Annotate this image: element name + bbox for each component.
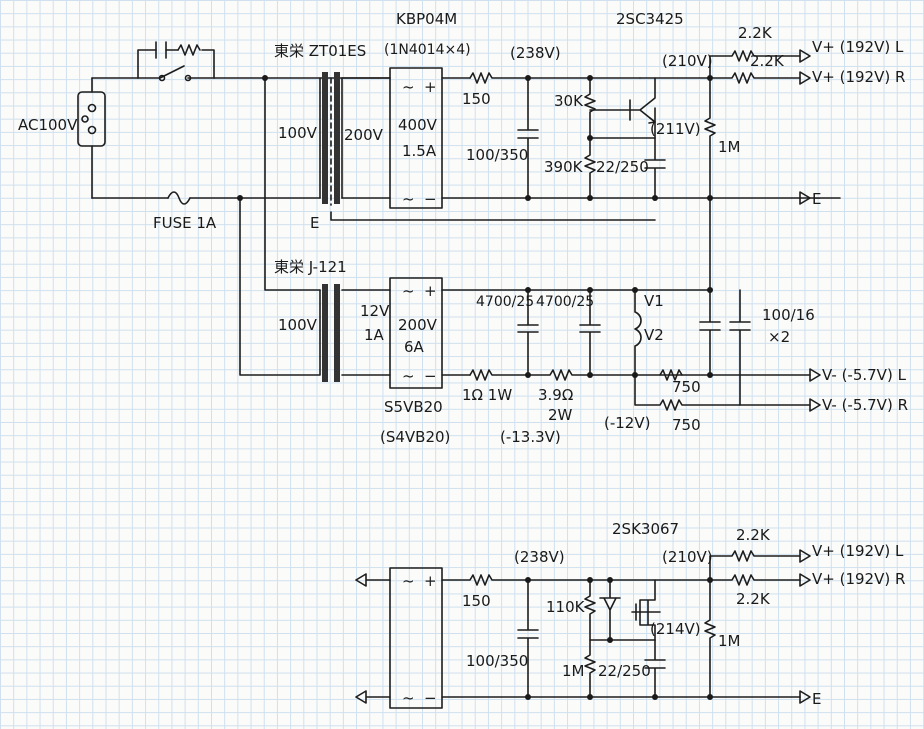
v211-label: (211V) [650,120,701,138]
out-vplus-l-label: V+ (192V) L [812,38,904,56]
cap-4700-a-label: 4700/25 [476,294,534,310]
heater-v1-label: V1 [644,292,664,310]
bridge-rectifier-1 [389,67,841,209]
out-vminus-l-label: V- (-5.7V) L [822,366,907,384]
transistor-2sc3425-icon [629,77,711,124]
r1m-bot-left-label: 1M [562,662,585,680]
fuse-icon [167,191,191,205]
r390k-label: 390K [544,158,584,176]
r2k2-top-r-label: 2.2K [750,52,785,70]
heater-filament-icon [634,289,642,376]
t2-primary-label: 100V [278,316,318,334]
v238-top-label: (238V) [510,44,561,62]
r2k2-bot-r-label: 2.2K [736,590,771,608]
output-network-top [704,49,811,291]
v214-label: (214V) [650,620,701,638]
bridge3-ac-top: ~ [402,572,415,590]
bridge2-v-label: 200V [398,316,438,334]
transformer1-label: 東栄 ZT01ES [274,42,366,60]
r110k-label: 110K [546,598,586,616]
r2k2-top-l-label: 2.2K [738,24,773,42]
r3-9-w-label: 2W [548,406,573,424]
snubber-capacitor-icon [155,41,167,59]
v210-bot-label: (210V) [662,548,713,566]
fuse-label: FUSE 1A [153,214,217,232]
v-minus13-label: (-13.3V) [500,428,561,446]
t1-primary-label: 100V [278,124,318,142]
mosfet-label: 2SK3067 [612,520,679,538]
out-e-bot-label: E [812,690,821,708]
v238-bot-label: (238V) [514,548,565,566]
out-vplus-l-bot-label: V+ (192V) L [812,542,904,560]
r1m-bot-right-label: 1M [718,632,741,650]
t2-sec-a-label: 1A [364,326,385,344]
bridge3-ac-bot: ~ [402,689,415,707]
bridge-rectifier-2 [389,277,711,389]
out-vminus-r-label: V- (-5.7V) R [822,396,908,414]
r2k2-bot-l-label: 2.2K [736,526,771,544]
power-switch-icon [137,65,215,79]
bias-network-top [584,77,666,199]
heater-v2-label: V2 [644,326,664,344]
r1m-top-label: 1M [718,138,741,156]
transformer-2 [239,197,391,382]
transistor-label: 2SC3425 [616,10,684,28]
out-vplus-r-bot-label: V+ (192V) R [812,570,905,588]
cap-22-250-bot-label: 22/250 [598,662,651,680]
bridge1-alt-label: (1N4014×4) [384,42,471,58]
bridge1-rating-a: 1.5A [402,142,437,160]
ac-input-label: AC100V [18,116,78,134]
transformer-core-icon [322,72,328,204]
r30k-label: 30K [554,92,584,110]
transformer2-label: 東栄 J-121 [274,258,347,276]
t1-secondary-label: 200V [344,126,384,144]
bridge2-ac-top: ~ [402,282,415,300]
heater-ripple-resistors-icon [469,369,811,381]
labels: AC100V FUSE 1A 東栄 ZT01ES 100V 200V E KBP… [18,10,908,708]
out-e-top-label: E [812,190,821,208]
bridge1-rating-v: 400V [398,116,438,134]
r150-top-label: 150 [462,90,491,108]
v-minus12-label: (-12V) [604,414,650,432]
bridge1-plus: + [424,78,437,96]
bridge2-part-label: S5VB20 [384,398,443,416]
r750-r-label: 750 [672,416,701,434]
r1ohm-label: 1Ω 1W [462,386,512,404]
r150-bot-label: 150 [462,592,491,610]
capacitor-100-350-top [517,77,539,199]
resistor-150-top-icon [469,72,641,84]
bridge1-ac-top: ~ [402,78,415,96]
v210-top-label: (210V) [662,52,713,70]
bridge3-minus: − [424,689,437,707]
cap-22-250-top-label: 22/250 [596,158,649,176]
alt-circuit [355,549,811,709]
heater-filter-caps [517,289,821,412]
transformer-1 [264,72,656,291]
cap-100-350-bot-label: 100/350 [466,652,528,670]
bridge1-part-label: KBP04M [396,10,457,28]
t2-sec-v-label: 12V [360,302,390,320]
cap-4700-b-label: 4700/25 [536,294,594,310]
bridge2-minus: − [424,367,437,385]
bridge1-ac-bot: ~ [402,190,415,208]
mosfet-2sk3067-icon [631,579,661,641]
r750-l-label: 750 [672,378,701,396]
bridge1-minus: − [424,190,437,208]
ac-input-section [77,41,391,205]
junction-dots [237,75,713,700]
bridge2-plus: + [424,282,437,300]
cap-100-16-label: 100/16 [762,306,815,324]
cap-100-350-top-label: 100/350 [466,146,528,164]
zener-diode-icon [599,579,621,641]
bridge2-alt-label: (S4VB20) [380,428,450,446]
bridge2-a-label: 6A [404,338,425,356]
r3-9-label: 3.9Ω [538,386,573,404]
cap-100-16-x-label: ×2 [768,328,790,346]
bridge3-plus: + [424,572,437,590]
out-vplus-r-label: V+ (192V) R [812,68,905,86]
bridge2-ac-bot: ~ [402,367,415,385]
t1-tap-label: E [310,214,319,232]
